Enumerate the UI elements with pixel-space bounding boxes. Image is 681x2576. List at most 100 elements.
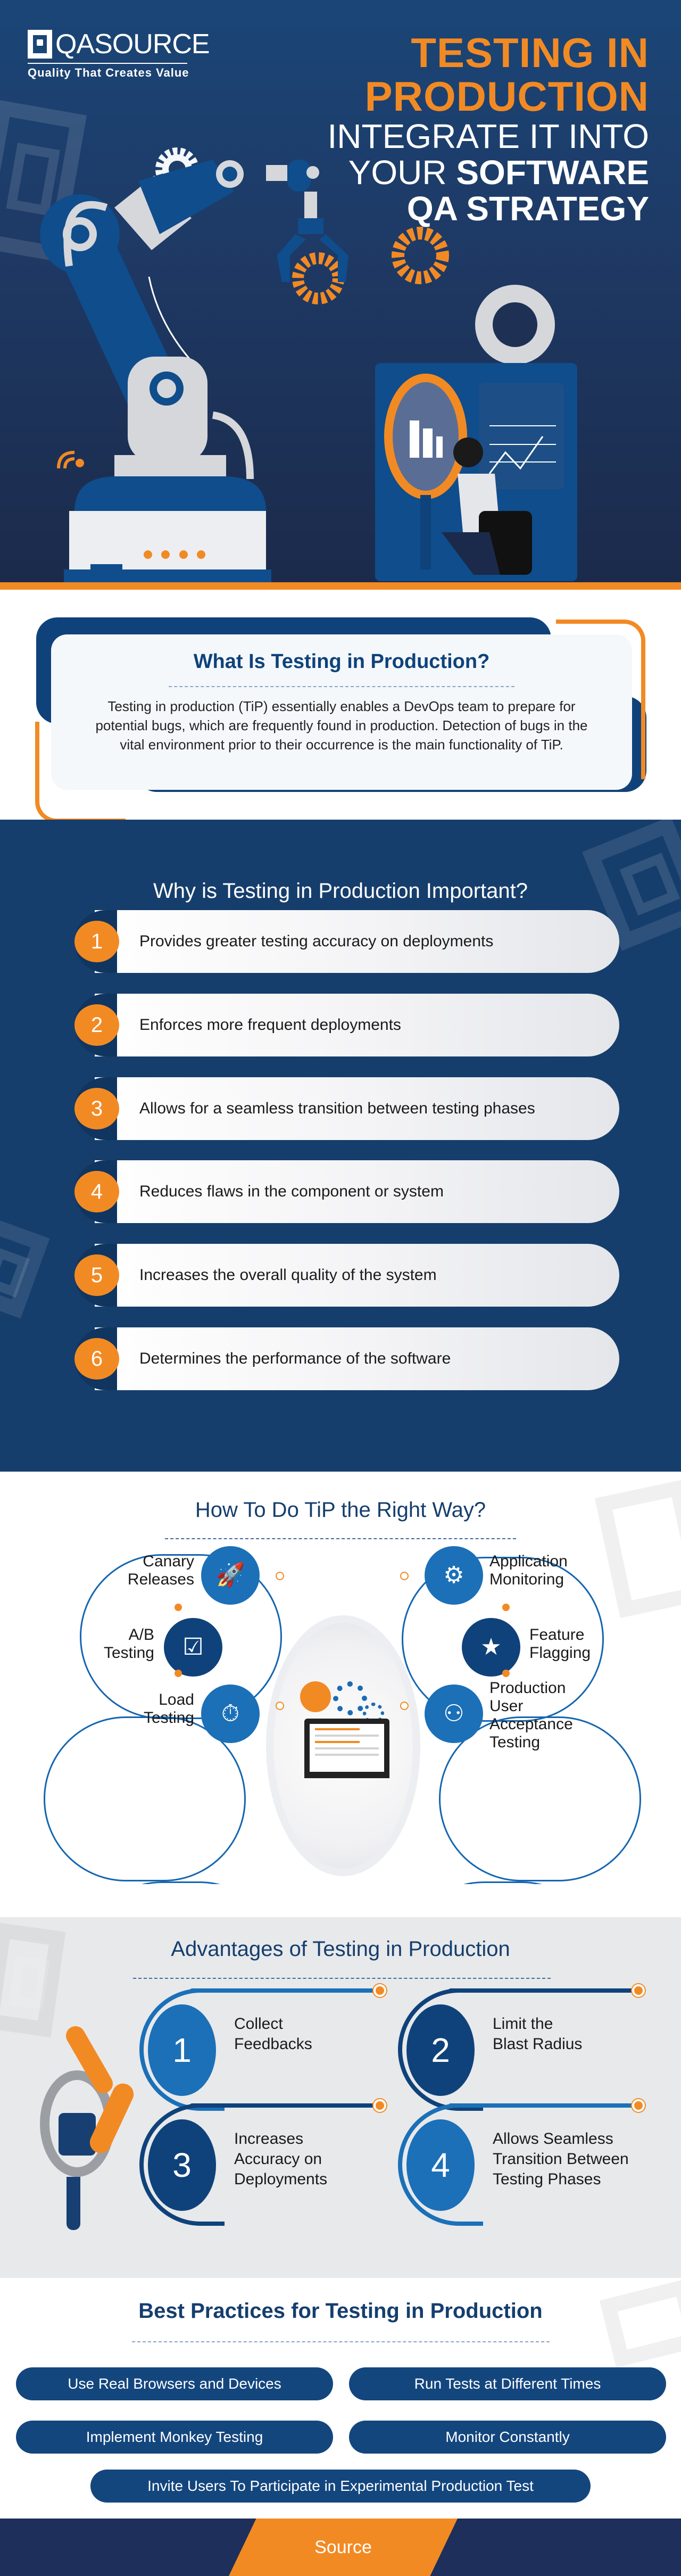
best-practice-pill: Invite Users To Participate in Experimen… (90, 2470, 591, 2503)
advantage-line (190, 1988, 376, 1993)
hero-subtitle-line-3: QA STRATEGY (328, 189, 649, 228)
advantage-number: 2 (406, 2004, 475, 2096)
rocket-icon: 🚀 (201, 1546, 260, 1605)
how-heading: How To Do TiP the Right Way? (195, 1498, 486, 1522)
dashed-divider (131, 2341, 550, 2342)
connector-dot (175, 1670, 182, 1677)
ab-test-icon: ☑ (164, 1618, 222, 1677)
source-link[interactable]: Source (229, 2519, 458, 2576)
robot-arm-illustration-icon (40, 147, 577, 585)
why-text: Provides greater testing accuracy on dep… (139, 932, 494, 950)
why-number-badge: 1 (74, 921, 119, 962)
decorative-orange-bracket (556, 620, 645, 779)
advantages-section: Advantages of Testing in Production 1 Co… (0, 1884, 681, 2278)
center-illustration (266, 1615, 420, 1876)
text-line: Deployments (234, 2170, 328, 2188)
watermark-logo-icon (599, 2278, 681, 2368)
user-network-icon: ⚇ (425, 1685, 483, 1743)
why-list-item: 5 Increases the overall quality of the s… (74, 1244, 619, 1307)
why-text: Enforces more frequent deployments (139, 1016, 401, 1034)
brand-name: QASOURCE (55, 29, 210, 60)
why-text: Determines the performance of the softwa… (139, 1350, 451, 1367)
gear-icon (333, 1681, 367, 1715)
text-line: Feedbacks (234, 2035, 312, 2053)
text-line: Collect (234, 2015, 283, 2033)
what-is-body: Testing in production (TiP) essentially … (95, 698, 588, 753)
watermark-logo-icon (594, 1479, 681, 1619)
best-practices-section: Best Practices for Testing in Production… (0, 2278, 681, 2519)
why-heading: Why is Testing in Production Important? (153, 879, 528, 903)
why-list-item: 4 Reduces flaws in the component or syst… (74, 1160, 619, 1223)
stopwatch-server-icon: ⏱ (201, 1685, 260, 1743)
why-number-badge: 3 (74, 1088, 119, 1129)
what-is-tip-section: What Is Testing in Production? Testing i… (0, 590, 681, 820)
logo-divider (28, 63, 187, 64)
hero-title: TESTING IN PRODUCTION INTEGRATE IT INTO … (328, 31, 650, 227)
why-list-item: 2 Enforces more frequent deployments (74, 994, 619, 1056)
label-line: Feature (529, 1626, 585, 1644)
advantage-number: 4 (406, 2119, 475, 2211)
laptop-icon (304, 1719, 389, 1778)
label-line: Production (489, 1679, 566, 1697)
qasource-logo-mark-icon (28, 30, 52, 59)
dashed-divider (133, 1978, 551, 1979)
label-line: Releases (127, 1571, 194, 1588)
label-line: Flagging (529, 1644, 591, 1662)
label-line: Load (159, 1691, 194, 1708)
text-line: Transition Between (493, 2150, 629, 2168)
why-number-badge: 2 (74, 1004, 119, 1046)
why-pill (74, 1327, 619, 1390)
why-list-item: 3 Allows for a seamless transition betwe… (74, 1077, 619, 1140)
connector-ring (400, 1702, 409, 1710)
label-line: Acceptance (489, 1715, 573, 1733)
why-list-item: 6 Determines the performance of the soft… (74, 1327, 619, 1390)
lightbulb-icon (300, 1681, 331, 1712)
advantage-line (190, 2103, 376, 2108)
brand-tagline: Quality That Creates Value (28, 66, 189, 79)
advantage-line (449, 1988, 635, 1993)
hero-orange-divider (0, 582, 681, 590)
endpoint-ring-icon (373, 1984, 386, 1997)
best-practice-pill: Run Tests at Different Times (349, 2367, 666, 2400)
text-line: Testing Phases (493, 2170, 601, 2188)
hero-banner: QASOURCE Quality That Creates Value TEST… (0, 0, 681, 590)
text-line: Increases (234, 2130, 304, 2148)
connector-ring (276, 1702, 284, 1710)
hero-subtitle-line-1: INTEGRATE IT INTO (327, 117, 650, 155)
hero-subtitle-bold: SOFTWARE (456, 153, 649, 192)
why-text: Reduces flaws in the component or system (139, 1183, 444, 1200)
text-line: Limit the (493, 2015, 553, 2033)
why-important-section: Why is Testing in Production Important? … (0, 820, 681, 1472)
label-line: User (489, 1697, 524, 1715)
hero-subtitle-line-2: YOUR SOFTWARE (328, 153, 649, 192)
robot-magnifier-illustration-icon (21, 2007, 137, 2230)
connector-dot (175, 1604, 182, 1611)
what-is-heading: What Is Testing in Production? (193, 650, 490, 673)
text-line: Accuracy on (234, 2150, 322, 2168)
best-practices-heading: Best Practices for Testing in Production (138, 2299, 543, 2323)
why-pill (74, 1244, 619, 1307)
watermark-logo-icon (0, 1215, 50, 1319)
best-practice-pill: Implement Monkey Testing (16, 2421, 333, 2454)
why-pill (74, 1077, 619, 1140)
why-text: Increases the overall quality of the sys… (139, 1266, 437, 1284)
label-line: Testing (103, 1644, 154, 1662)
decorative-orange-bracket-2 (35, 722, 126, 820)
how-node-ab-testing (44, 1716, 246, 1881)
dashed-divider (169, 686, 514, 687)
label-line: Application (489, 1553, 568, 1570)
endpoint-ring-icon (632, 2099, 645, 2112)
hero-subtitle-bold-2: QA STRATEGY (406, 189, 649, 228)
